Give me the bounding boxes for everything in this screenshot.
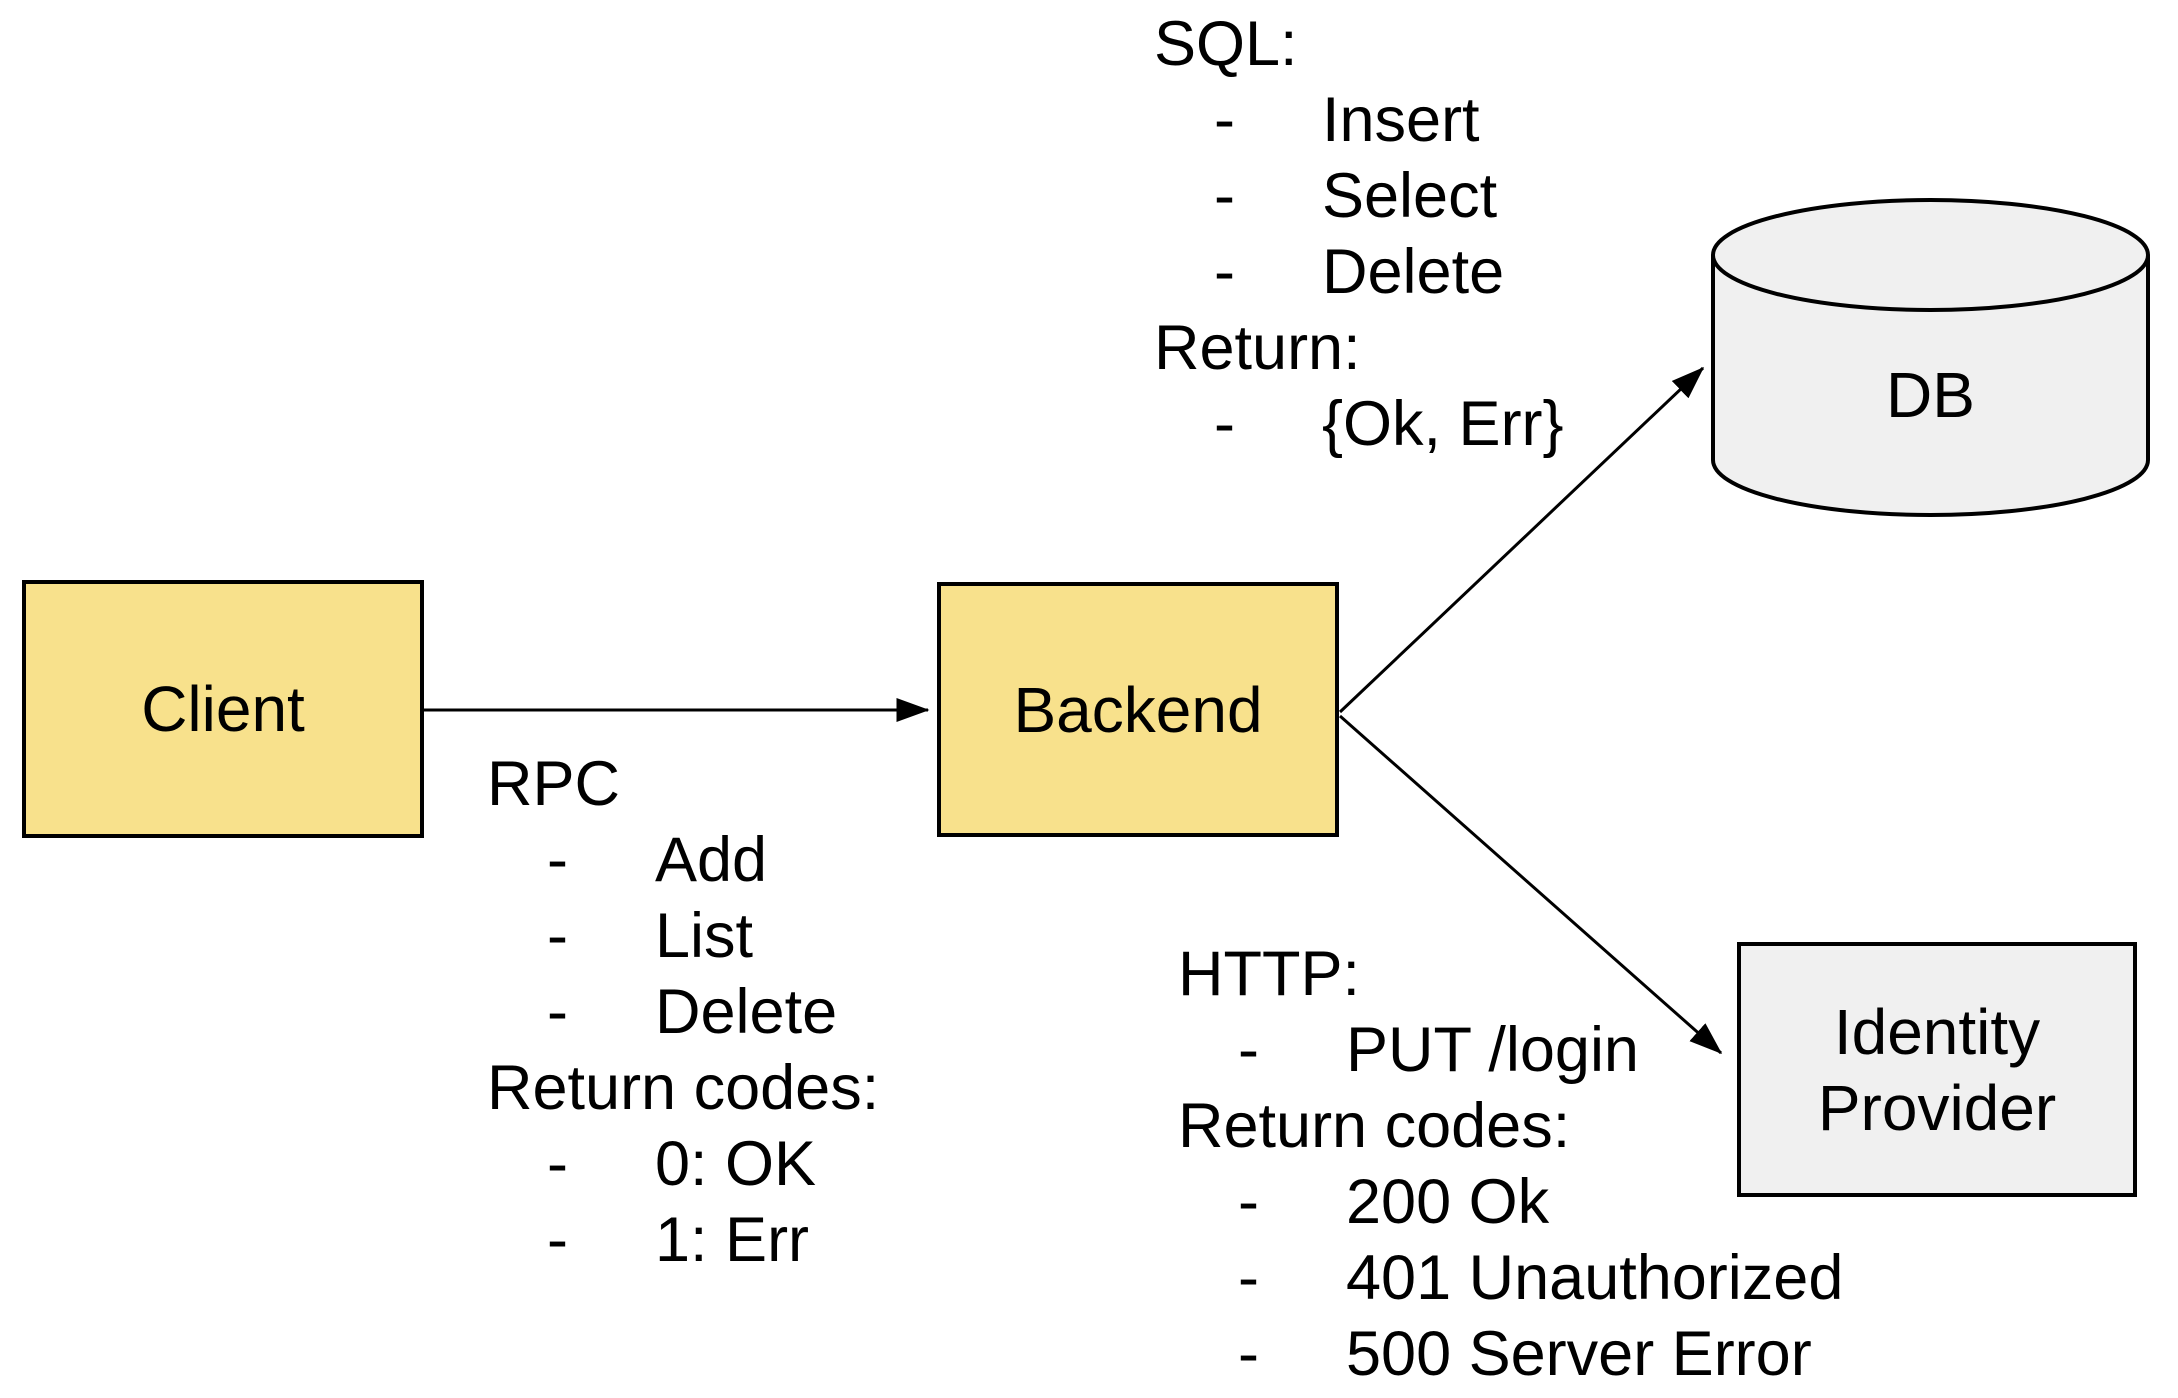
rpc-return-item: - 0: OK <box>487 1126 879 1202</box>
bullet-dash: - <box>1214 85 1235 155</box>
http-return-item-text: 401 Unauthorized <box>1346 1243 1844 1313</box>
arrow-backend-to-db <box>1338 366 1705 714</box>
bullet-dash: - <box>1214 161 1235 231</box>
rpc-item: - List <box>487 898 879 974</box>
http-return-item: - 401 Unauthorized <box>1178 1240 1843 1316</box>
client-node: Client <box>22 580 424 838</box>
sql-return-title: Return: <box>1154 313 1361 383</box>
bullet-dash: - <box>547 1205 568 1275</box>
bullet-dash: - <box>1238 1167 1259 1237</box>
http-annotation: HTTP: -PUT /login Return codes: -200 Ok … <box>1178 936 1843 1392</box>
bullet-dash: - <box>1214 237 1235 307</box>
identity-provider-node: Identity Provider <box>1737 942 2137 1197</box>
rpc-return-item: - 1: Err <box>487 1202 879 1278</box>
backend-label: Backend <box>1013 673 1263 746</box>
sql-item-text: Insert <box>1322 85 1480 155</box>
sql-return-item-text: {Ok, Err} <box>1322 389 1564 459</box>
backend-node: Backend <box>937 582 1339 837</box>
rpc-annotation: RPC - Add - List - Delete Return codes: - 0:… <box>487 746 879 1278</box>
rpc-title: RPC <box>487 749 621 819</box>
db-node: DB <box>1713 325 2148 465</box>
arrow-backend-to-idp <box>1339 714 1723 1055</box>
rpc-return-item-text: 1: Err <box>655 1205 810 1275</box>
sql-title: SQL: <box>1154 9 1298 79</box>
bullet-dash: - <box>1238 1319 1259 1389</box>
sql-item-text: Select <box>1322 161 1498 231</box>
sql-item: - Insert <box>1154 82 1564 158</box>
http-title: HTTP: <box>1178 939 1360 1009</box>
http-return-item-text: 500 Server Error <box>1346 1319 1812 1389</box>
sql-item: - Select <box>1154 158 1564 234</box>
http-return-item-text: 200 Ok <box>1346 1167 1550 1237</box>
rpc-item: - Delete <box>487 974 879 1050</box>
rpc-return-item-text: 0: OK <box>655 1129 817 1199</box>
client-label: Client <box>141 673 305 745</box>
bullet-dash: - <box>547 977 568 1047</box>
http-return-item: - 500 Server Error <box>1178 1316 1843 1392</box>
bullet-dash: - <box>547 901 568 971</box>
http-return-title: Return codes: <box>1178 1091 1571 1161</box>
db-cylinder-top <box>1711 198 2150 312</box>
bullet-dash: - <box>547 825 568 895</box>
http-return-item: - 200 Ok <box>1178 1164 1843 1240</box>
db-cylinder-shape <box>1711 198 2150 517</box>
rpc-item: - Add <box>487 822 879 898</box>
sql-item-text: Delete <box>1322 237 1505 307</box>
bullet-dash: - <box>1214 389 1235 459</box>
identity-provider-label: Identity Provider <box>1817 995 2057 1144</box>
bullet-dash: - <box>1238 1243 1259 1313</box>
sql-annotation: SQL: - Insert - Select - Delete Return: - {O… <box>1154 6 1564 462</box>
http-item-text: PUT /login <box>1346 1015 1639 1085</box>
rpc-return-title: Return codes: <box>487 1053 880 1123</box>
bullet-dash: - <box>547 1129 568 1199</box>
sql-return-item: - {Ok, Err} <box>1154 386 1564 462</box>
http-item: - PUT /login <box>1178 1012 1843 1088</box>
rpc-item-text: Add <box>655 825 768 895</box>
db-cylinder-body <box>1711 255 2150 517</box>
db-label: DB <box>1886 359 1975 431</box>
bullet-dash: - <box>1238 1015 1259 1085</box>
sql-item: - Delete <box>1154 234 1564 310</box>
rpc-item-text: List <box>655 901 754 971</box>
rpc-item-text: Delete <box>655 977 838 1047</box>
